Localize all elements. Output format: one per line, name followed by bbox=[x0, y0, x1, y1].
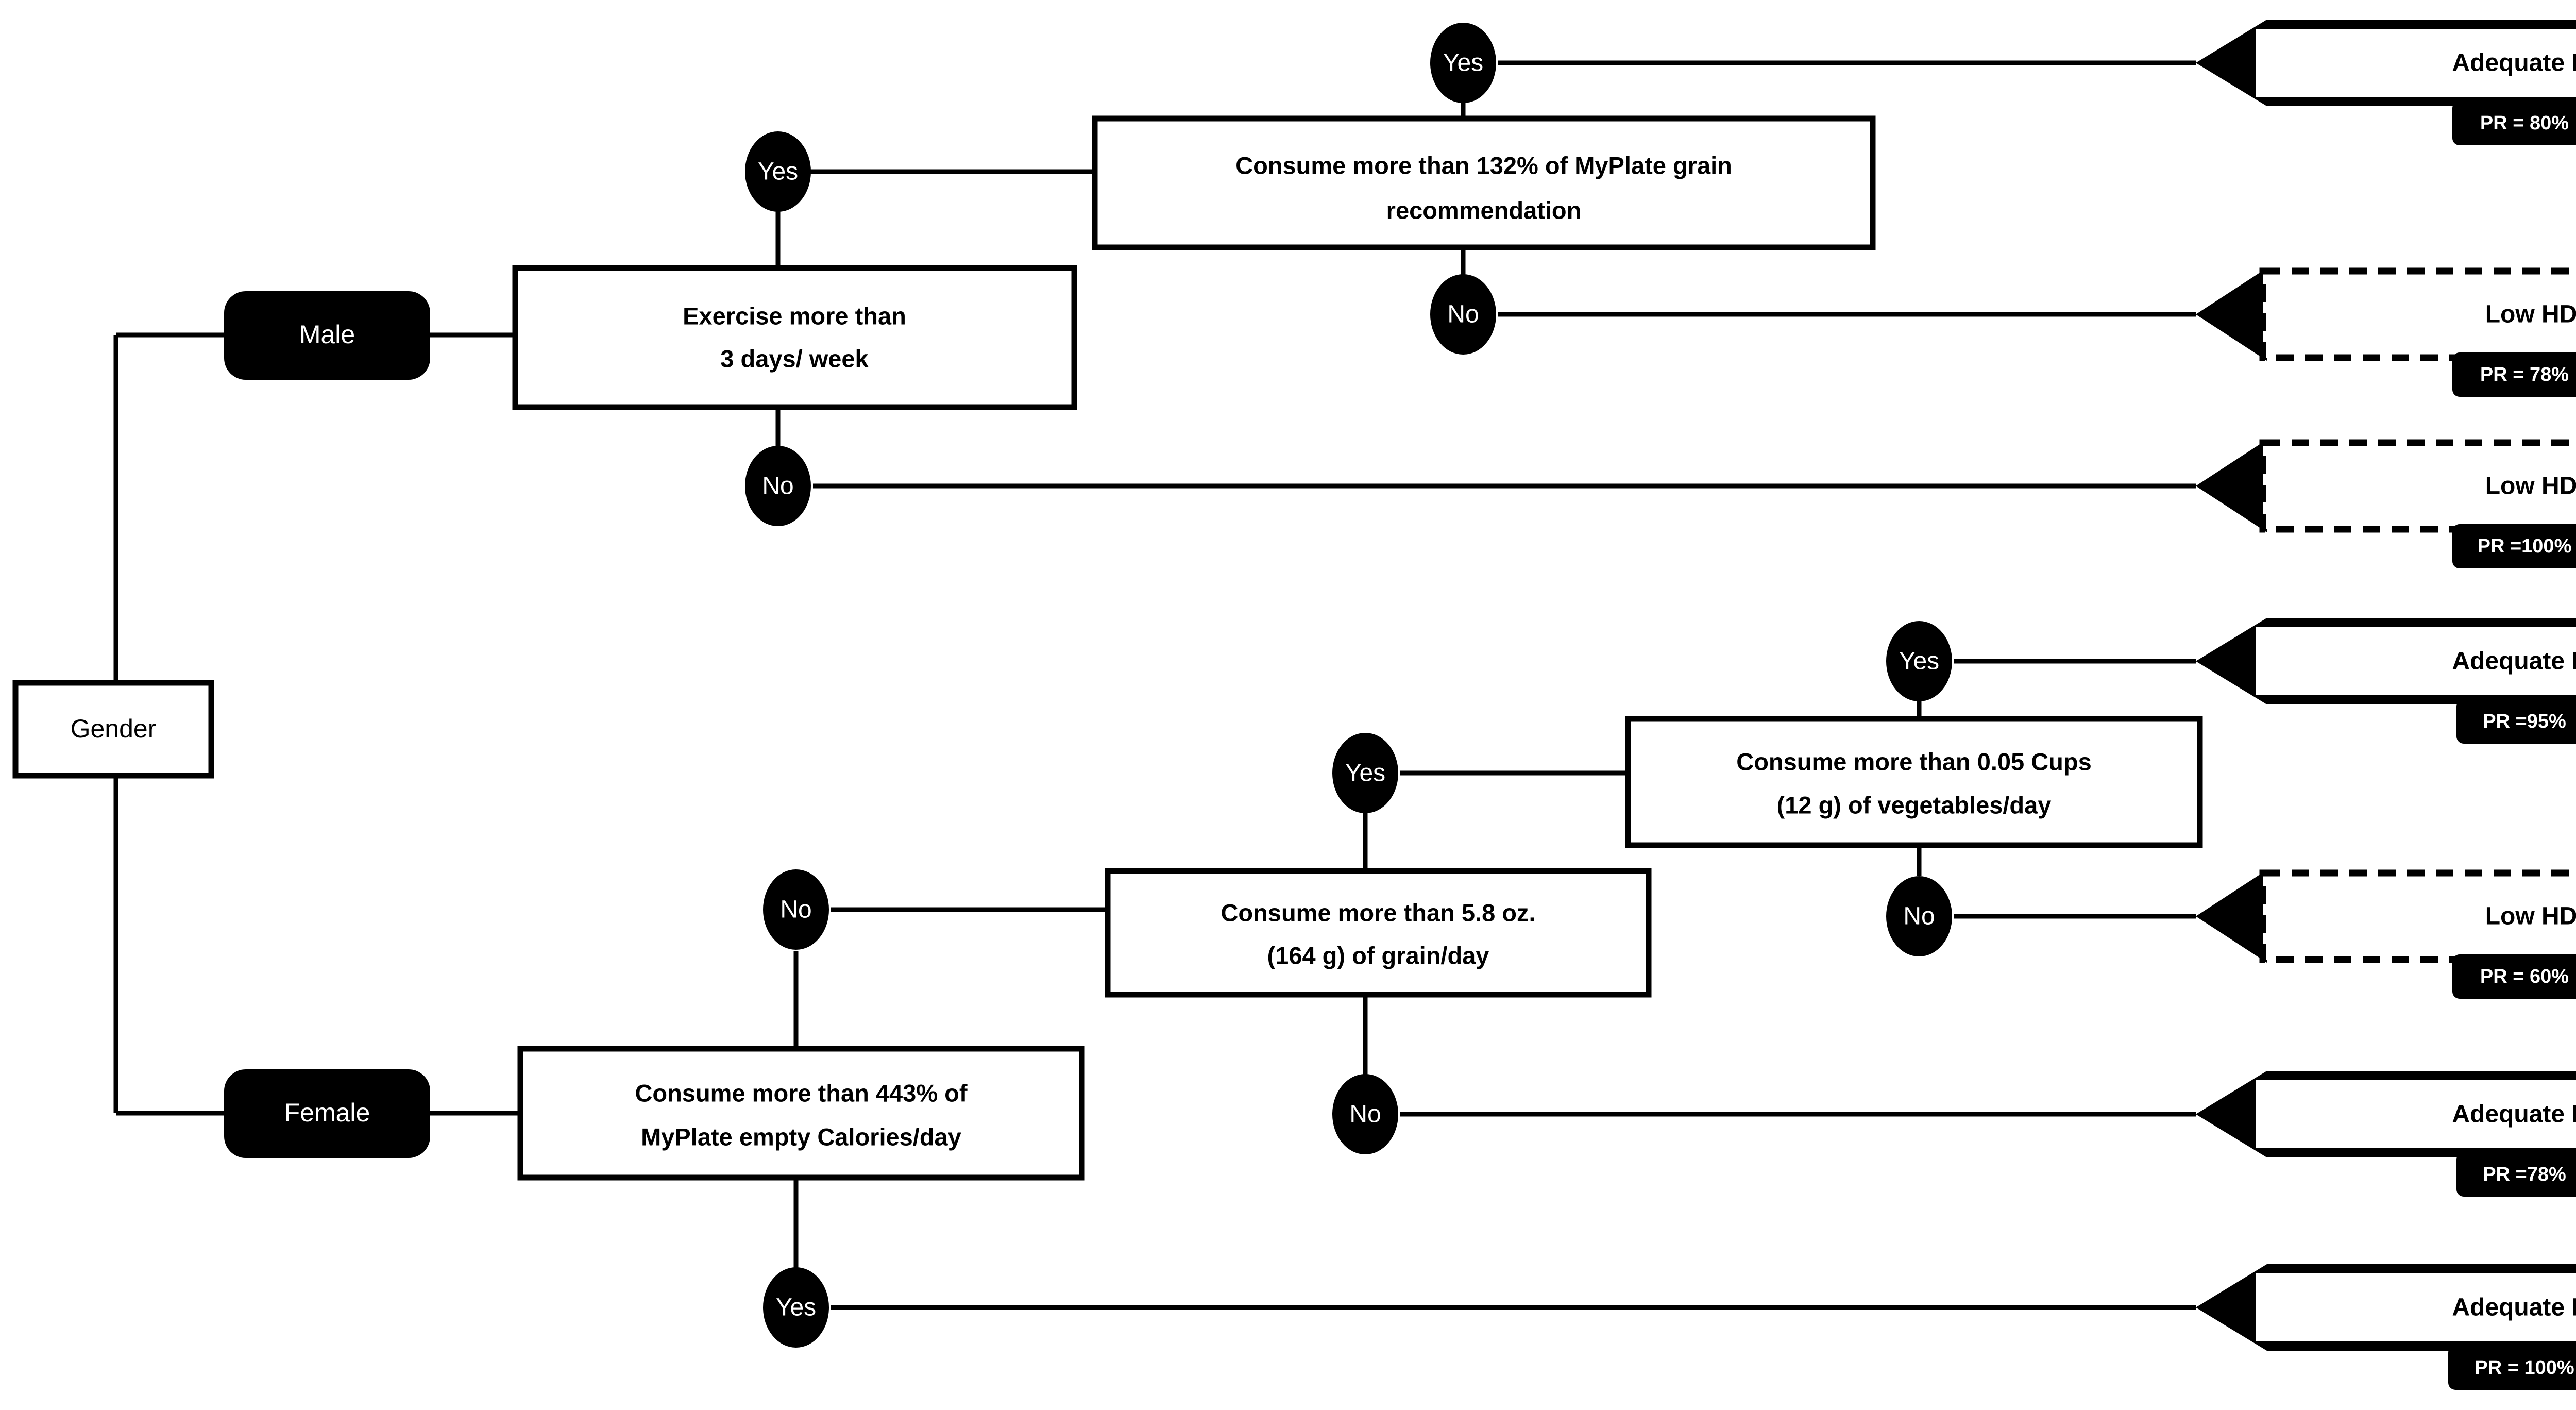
outcome-node-out1-pr: PR = 80% bbox=[2480, 112, 2569, 134]
branch-label-exercise-yes[interactable]: Yes bbox=[745, 131, 811, 212]
branch-label-grain58-no-text: No bbox=[1349, 1101, 1381, 1128]
decision-node-grain132-line1: Consume more than 132% of MyPlate grain bbox=[1235, 152, 1732, 179]
branch-label-exercise-no-text: No bbox=[762, 473, 793, 500]
decision-node-veg-line1: Consume more than 0.05 Cups bbox=[1736, 748, 2092, 775]
decision-node-grain58[interactable]: Consume more than 5.8 oz. (164 g) of gra… bbox=[1105, 868, 1652, 998]
outcome-node-out5-label: Low HDL-C bbox=[2485, 903, 2576, 930]
branch-label-grain58-no[interactable]: No bbox=[1332, 1074, 1398, 1154]
outcome-node-out5-pr-badge bbox=[2452, 954, 2576, 999]
outcome-node-out3-pr-badge bbox=[2452, 524, 2576, 568]
branch-label-grain132-yes[interactable]: Yes bbox=[1430, 23, 1496, 103]
outcome-node-out1-label: Adequate HDL-C bbox=[2452, 49, 2576, 77]
split-node-male-label: Male bbox=[299, 320, 355, 349]
branch-label-calories-yes[interactable]: Yes bbox=[763, 1267, 829, 1348]
edge-layer bbox=[113, 60, 2196, 1310]
outcome-node-out4-label: Adequate HDL-C bbox=[2452, 648, 2576, 675]
outcome-node-out2-arrow bbox=[2196, 268, 2267, 361]
branch-label-exercise-no-shape bbox=[745, 446, 811, 526]
decision-node-grain58-box bbox=[1105, 868, 1652, 998]
branch-label-calories-no-shape bbox=[763, 869, 829, 950]
branch-label-exercise-no[interactable]: No bbox=[745, 446, 811, 526]
branch-label-veg-yes-text: Yes bbox=[1899, 648, 1939, 675]
branch-label-grain132-no[interactable]: No bbox=[1430, 274, 1496, 355]
branch-label-veg-no-text: No bbox=[1903, 903, 1935, 930]
branch-label-grain132-no-shape bbox=[1430, 274, 1496, 355]
outcome-node-out2[interactable]: Low HDL-C PR = 78% bbox=[2196, 267, 2576, 397]
split-node-male[interactable]: Male bbox=[224, 291, 430, 380]
outcome-node-out4[interactable]: Adequate HDL-C PR =95% bbox=[2196, 618, 2576, 744]
outcome-node-out1-pr-badge bbox=[2452, 101, 2576, 145]
branch-label-veg-yes-shape bbox=[1886, 621, 1952, 701]
decision-node-calories[interactable]: Consume more than 443% of MyPlate empty … bbox=[517, 1046, 1085, 1181]
outcome-node-out3-box bbox=[2259, 439, 2576, 533]
outcome-node-out5-arrow bbox=[2196, 870, 2267, 963]
branch-label-grain58-yes[interactable]: Yes bbox=[1332, 733, 1398, 813]
outcome-node-out4-inner bbox=[2256, 627, 2576, 695]
decision-node-exercise[interactable]: Exercise more than 3 days/ week bbox=[512, 265, 1077, 410]
outcome-node-out4-pr: PR =95% bbox=[2483, 711, 2566, 732]
outcome-node-out6-pr: PR =78% bbox=[2483, 1164, 2566, 1185]
root-node-label: Gender bbox=[71, 714, 157, 743]
outcome-node-out2-label: Low HDL-C bbox=[2485, 301, 2576, 328]
outcome-node-out5[interactable]: Low HDL-C PR = 60% bbox=[2196, 869, 2576, 999]
outcome-node-out1[interactable]: Adequate HDL-C PR = 80% bbox=[2196, 20, 2576, 145]
outcome-node-out3[interactable]: Low HDL-C PR =100% bbox=[2196, 439, 2576, 568]
outcome-node-out7-label: Adequate HDL-C bbox=[2452, 1294, 2576, 1321]
decision-node-exercise-box bbox=[512, 265, 1077, 410]
decision-node-veg-box bbox=[1625, 716, 2203, 848]
decision-node-veg[interactable]: Consume more than 0.05 Cups (12 g) of ve… bbox=[1625, 716, 2203, 848]
outcome-node-out6-label: Adequate HDL-C bbox=[2452, 1101, 2576, 1128]
root-node-gender[interactable]: Gender bbox=[12, 680, 214, 779]
outcome-node-out7-pr-badge bbox=[2448, 1346, 2576, 1390]
branch-label-grain58-yes-text: Yes bbox=[1345, 760, 1385, 787]
branch-label-grain132-yes-shape bbox=[1430, 23, 1496, 103]
branch-label-veg-no-shape bbox=[1886, 876, 1952, 956]
outcome-node-out3-label: Low HDL-C bbox=[2485, 473, 2576, 500]
split-node-female-label: Female bbox=[284, 1098, 370, 1127]
outcome-node-out5-pr: PR = 60% bbox=[2480, 966, 2569, 987]
branch-label-calories-yes-text: Yes bbox=[776, 1294, 816, 1321]
decision-node-exercise-line1: Exercise more than bbox=[683, 302, 906, 329]
split-node-female-shape bbox=[224, 1069, 430, 1158]
decision-node-grain58-line1: Consume more than 5.8 oz. bbox=[1221, 899, 1535, 926]
branch-label-exercise-yes-text: Yes bbox=[758, 158, 798, 186]
decision-node-grain132-line2: recommendation bbox=[1386, 196, 1582, 224]
branch-label-exercise-yes-shape bbox=[745, 131, 811, 212]
branch-label-calories-yes-shape bbox=[763, 1267, 829, 1348]
decision-node-calories-line2: MyPlate empty Calories/day bbox=[641, 1123, 961, 1150]
branch-label-grain58-no-shape bbox=[1332, 1074, 1398, 1154]
decision-node-grain58-line2: (164 g) of grain/day bbox=[1267, 942, 1489, 969]
decision-node-veg-line2: (12 g) of vegetables/day bbox=[1777, 791, 2052, 818]
branch-label-grain132-yes-text: Yes bbox=[1443, 49, 1483, 77]
outcome-node-out7-inner bbox=[2256, 1273, 2576, 1341]
split-node-female[interactable]: Female bbox=[224, 1069, 430, 1158]
outcome-node-out6[interactable]: Adequate HDL-C PR =78% bbox=[2196, 1071, 2576, 1197]
outcome-node-out6-inner bbox=[2256, 1080, 2576, 1148]
outcome-node-out7[interactable]: Adequate HDL-C PR = 100% bbox=[2196, 1264, 2576, 1390]
branch-label-veg-yes[interactable]: Yes bbox=[1886, 621, 1952, 701]
branch-label-calories-no[interactable]: No bbox=[763, 869, 829, 950]
outcome-node-out2-pr: PR = 78% bbox=[2480, 364, 2569, 385]
decision-node-exercise-line2: 3 days/ week bbox=[720, 345, 869, 372]
decision-node-calories-box bbox=[517, 1046, 1085, 1181]
root-node-box bbox=[12, 680, 214, 779]
split-node-male-shape bbox=[224, 291, 430, 380]
branch-label-veg-no[interactable]: No bbox=[1886, 876, 1952, 956]
outcome-node-out2-pr-badge bbox=[2452, 352, 2576, 397]
outcome-node-out4-pr-badge bbox=[2456, 699, 2576, 744]
decision-node-calories-line1: Consume more than 443% of bbox=[635, 1079, 967, 1106]
outcome-node-out1-inner bbox=[2256, 29, 2576, 97]
branch-label-calories-no-text: No bbox=[780, 896, 811, 924]
outcome-node-out3-pr: PR =100% bbox=[2478, 535, 2572, 557]
branch-label-grain58-yes-shape bbox=[1332, 733, 1398, 813]
outcome-node-out6-pr-badge bbox=[2456, 1152, 2576, 1197]
outcome-node-out7-pr: PR = 100% bbox=[2475, 1357, 2574, 1379]
outcome-node-out3-arrow bbox=[2196, 440, 2267, 532]
decision-node-grain132-box bbox=[1092, 115, 1876, 250]
branch-label-grain132-no-text: No bbox=[1447, 301, 1479, 328]
decision-node-grain132[interactable]: Consume more than 132% of MyPlate grain … bbox=[1092, 115, 1876, 250]
